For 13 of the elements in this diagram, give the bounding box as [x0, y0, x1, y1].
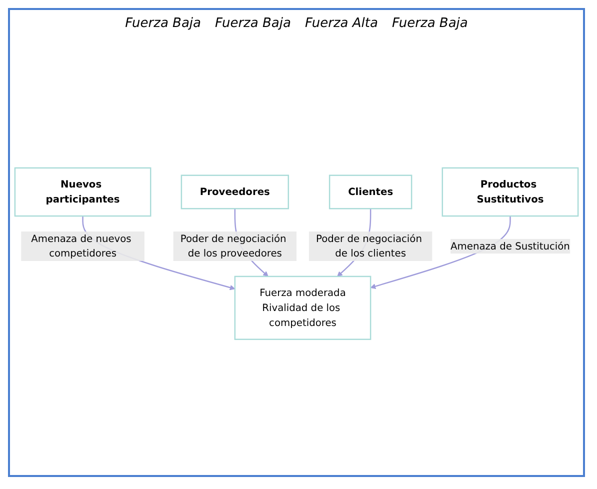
- force-label: Fuerza Baja: [215, 16, 291, 31]
- edge-label: Poder de negociación de los proveedores: [180, 233, 286, 260]
- edge-label: Amenaza de Sustitución: [450, 240, 570, 252]
- force-label: Fuerza Baja: [392, 16, 468, 31]
- node-box: Productos Sustitutivos: [442, 168, 579, 217]
- force-label: Fuerza Baja: [125, 16, 202, 31]
- node-box: Clientes: [328, 175, 412, 210]
- node-box: Fuerza moderada Rivalidad de los competidores: [234, 276, 372, 340]
- force-label: Fuerza Alta: [304, 16, 378, 31]
- node-box: Proveedores: [180, 175, 289, 210]
- edge-label: Amenaza de nuevos competidores: [31, 233, 132, 260]
- edge-label: Poder de negociación de los clientes: [316, 233, 422, 260]
- node-box: Nuevos participantes: [14, 168, 152, 217]
